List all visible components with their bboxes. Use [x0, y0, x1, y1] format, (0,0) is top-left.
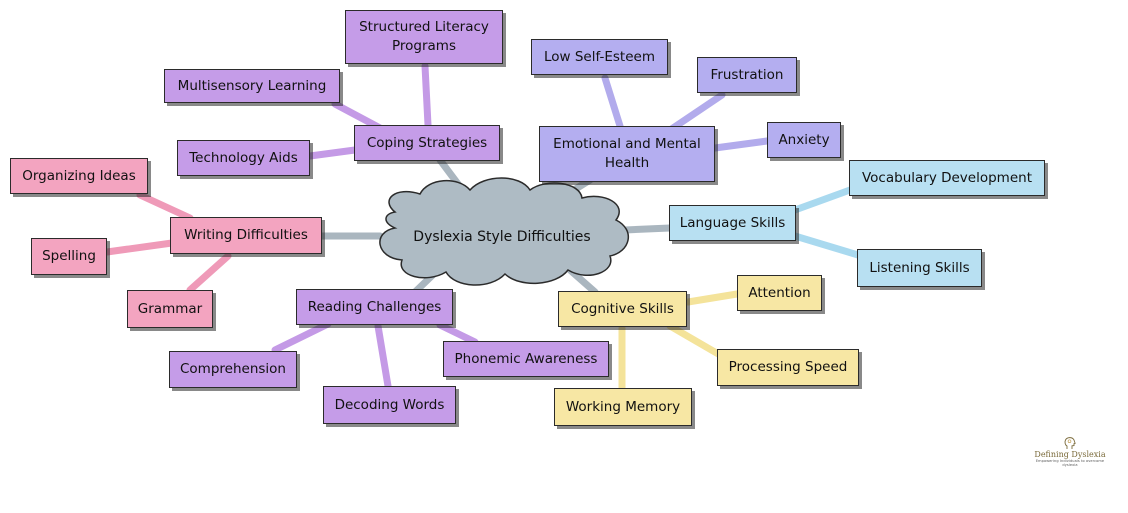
connector-coping-technology: [306, 146, 359, 160]
node-technology-aids[interactable]: Technology Aids: [177, 140, 310, 176]
node-processing-speed[interactable]: Processing Speed: [717, 349, 859, 386]
connector-cognitive-attention: [684, 290, 741, 306]
connector-writing-organizing: [136, 191, 194, 222]
connector-language-listening: [791, 232, 862, 259]
node-emotional-mental-health[interactable]: Emotional and Mental Health: [539, 126, 715, 182]
node-vocabulary-development[interactable]: Vocabulary Development: [849, 160, 1045, 196]
node-anxiety[interactable]: Anxiety: [767, 122, 841, 158]
node-decoding-words[interactable]: Decoding Words: [323, 386, 456, 424]
node-phonemic-awareness[interactable]: Phonemic Awareness: [443, 341, 609, 377]
connector-writing-grammar: [186, 252, 232, 294]
node-working-memory[interactable]: Working Memory: [554, 388, 692, 426]
node-spelling[interactable]: Spelling: [31, 238, 107, 275]
node-language-skills[interactable]: Language Skills: [669, 205, 796, 241]
connector-reading-phonemic: [436, 321, 479, 346]
connector-reading-comprehension: [271, 320, 332, 354]
center-cloud-shape: [379, 177, 630, 286]
node-frustration[interactable]: Frustration: [697, 57, 797, 93]
node-listening-skills[interactable]: Listening Skills: [857, 249, 982, 287]
node-low-self-esteem[interactable]: Low Self-Esteem: [531, 39, 668, 75]
connector-cognitive-processing: [666, 322, 724, 359]
node-cognitive-skills[interactable]: Cognitive Skills: [558, 291, 687, 327]
connector-coping-structured: [421, 62, 432, 129]
node-coping-strategies[interactable]: Coping Strategies: [354, 125, 500, 161]
brand-logo-tagline: Empowering Individuals to overcome dysle…: [1035, 459, 1105, 467]
node-structured-literacy[interactable]: Structured Literacy Programs: [345, 10, 503, 64]
brand-logo-title: Defining Dyslexia: [1034, 450, 1106, 459]
brand-logo: Defining Dyslexia Empowering Individuals…: [1030, 436, 1110, 472]
node-attention[interactable]: Attention: [737, 275, 822, 311]
connector-emotional-frustration: [666, 91, 726, 134]
node-multisensory-learning[interactable]: Multisensory Learning: [164, 69, 340, 103]
node-comprehension[interactable]: Comprehension: [169, 351, 297, 388]
node-writing-difficulties[interactable]: Writing Difficulties: [170, 217, 322, 254]
head-profile-icon: [1064, 437, 1076, 449]
connector-emotional-anxiety: [711, 137, 771, 152]
node-reading-challenges[interactable]: Reading Challenges: [296, 289, 453, 325]
connector-center-language: [621, 224, 674, 234]
node-organizing-ideas[interactable]: Organizing Ideas: [10, 158, 148, 194]
connector-coping-multisensory: [331, 100, 384, 132]
connector-language-vocabulary: [791, 186, 854, 214]
connector-emotional-lowesteem: [601, 74, 624, 130]
center-topic-label[interactable]: Dyslexia Style Difficulties: [413, 229, 591, 245]
node-grammar[interactable]: Grammar: [127, 290, 213, 328]
connector-writing-spelling: [103, 239, 176, 256]
connector-reading-decoding: [374, 322, 392, 390]
